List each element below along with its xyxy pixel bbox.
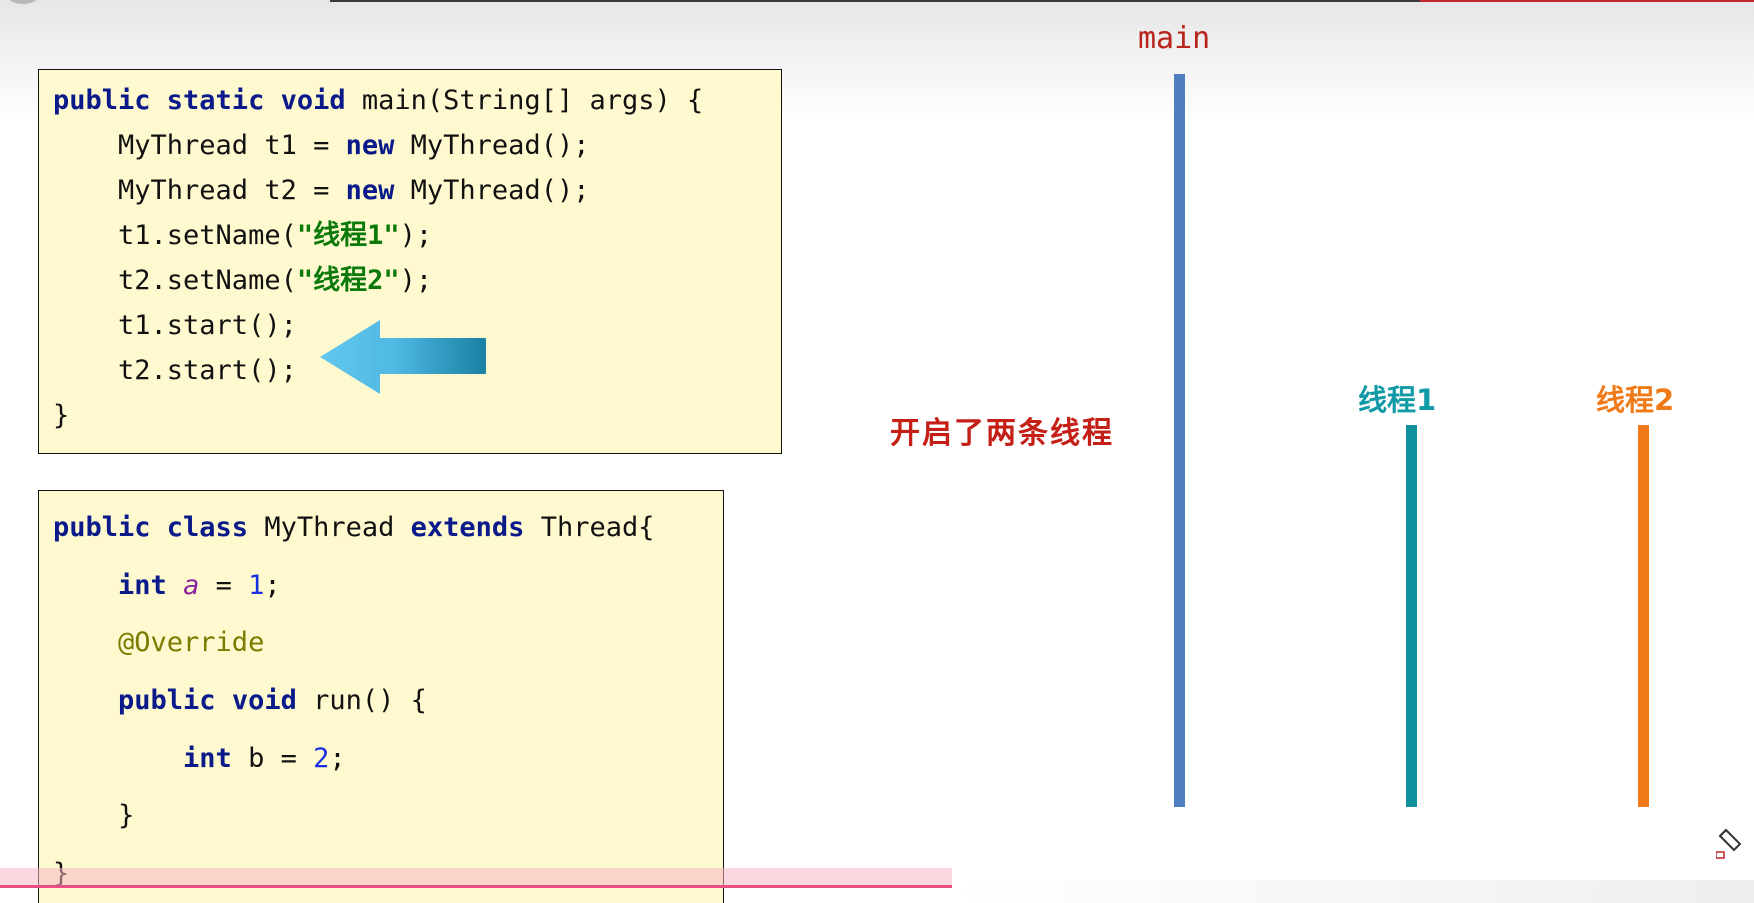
thread-bar-1 (1406, 425, 1417, 807)
local-b-value: 2 (313, 743, 330, 774)
code-line-6: t1.start(); (53, 310, 297, 341)
code-line-4: t1.setName("线程1"); (53, 220, 433, 251)
t2-name-string: "线程2" (296, 265, 400, 296)
highlighter-line (0, 885, 952, 888)
pen-icon[interactable] (1716, 826, 1744, 860)
left-arrow-icon (320, 320, 486, 394)
code-line-3: MyThread t2 = new MyThread(); (53, 175, 590, 206)
main-method-code-box: public static void main(String[] args) {… (38, 69, 782, 454)
code-line-2: MyThread t1 = new MyThread(); (53, 130, 590, 161)
thread-label-2: 线程2 (1596, 383, 1675, 417)
progress-track (330, 0, 1420, 2)
progress-accent (1420, 0, 1754, 2)
class-line-5: int b = 2; (183, 743, 346, 774)
class-line-3: @Override (53, 627, 265, 658)
code-line-1: public static void main(String[] args) { (53, 85, 704, 116)
highlighter-stroke (0, 868, 952, 886)
code-line-8: } (53, 400, 70, 431)
bottom-fade (952, 880, 1754, 903)
threads-started-note: 开启了两条线程 (890, 416, 1114, 451)
class-line-4: public void run() { (118, 685, 427, 716)
player-corner (0, 0, 46, 4)
thread-label-1: 线程1 (1358, 383, 1437, 417)
class-line-1: public class MyThread extends Thread{ (53, 512, 655, 543)
mythread-class-code-box: public class MyThread extends Thread{ in… (38, 490, 724, 903)
code-line-7: t2.start(); (53, 355, 297, 386)
thread-bar-main (1174, 74, 1185, 807)
thread-bar-2 (1638, 425, 1649, 807)
class-line-6: } (53, 800, 135, 831)
t1-name-string: "线程1" (296, 220, 400, 251)
code-line-5: t2.setName("线程2"); (53, 265, 433, 296)
thread-label-main: main (1138, 21, 1211, 56)
field-a-value: 1 (248, 570, 265, 601)
class-line-2: int a = 1; (118, 570, 281, 601)
